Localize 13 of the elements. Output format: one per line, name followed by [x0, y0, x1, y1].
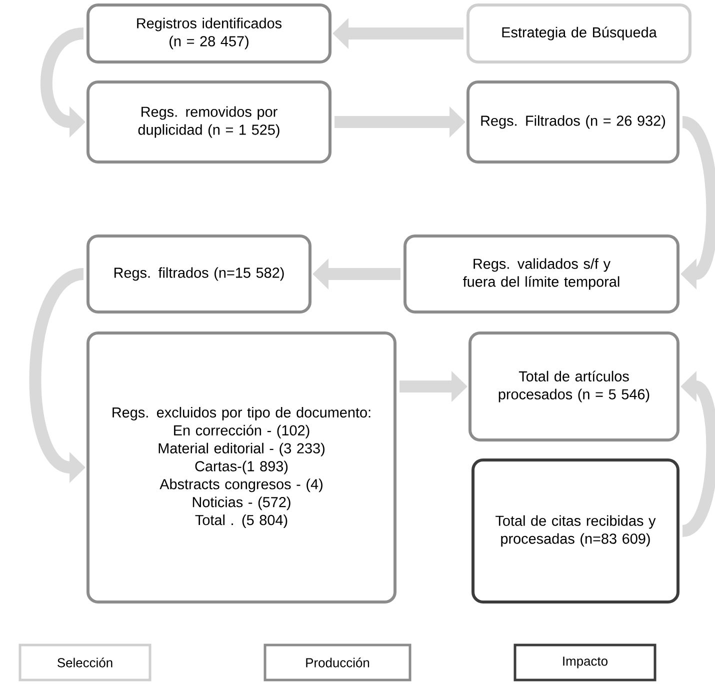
arrow: [680, 116, 715, 290]
process-box: Regs. excluidos por tipo de documento: En corrección - (102) Material editorial - (3 233) Cartas-(1 893) Abstracts congresos - (4) Noticias - (572) Total . (5 804): [86, 331, 396, 604]
process-box: Regs. removidos por duplicidad (n = 1 525): [86, 80, 332, 164]
process-box: Total de citas recibidas y procesadas (n=83 609): [472, 458, 680, 604]
process-box: Total de artículos procesados (n = 5 546): [468, 331, 680, 442]
process-box: Estrategia de Búsqueda: [466, 4, 692, 64]
process-box: Regs. filtrados (n=15 582): [86, 234, 312, 314]
process-box: Regs. validados s/f y fuera del límite temporal: [404, 234, 680, 314]
process-box: Regs. Filtrados (n = 26 932): [466, 80, 680, 164]
process-box: Registros identificados (n = 28 457): [86, 4, 332, 64]
legend-box: Selección: [18, 644, 152, 682]
legend-box: Producción: [264, 644, 412, 682]
legend-box: Impacto: [514, 644, 656, 682]
